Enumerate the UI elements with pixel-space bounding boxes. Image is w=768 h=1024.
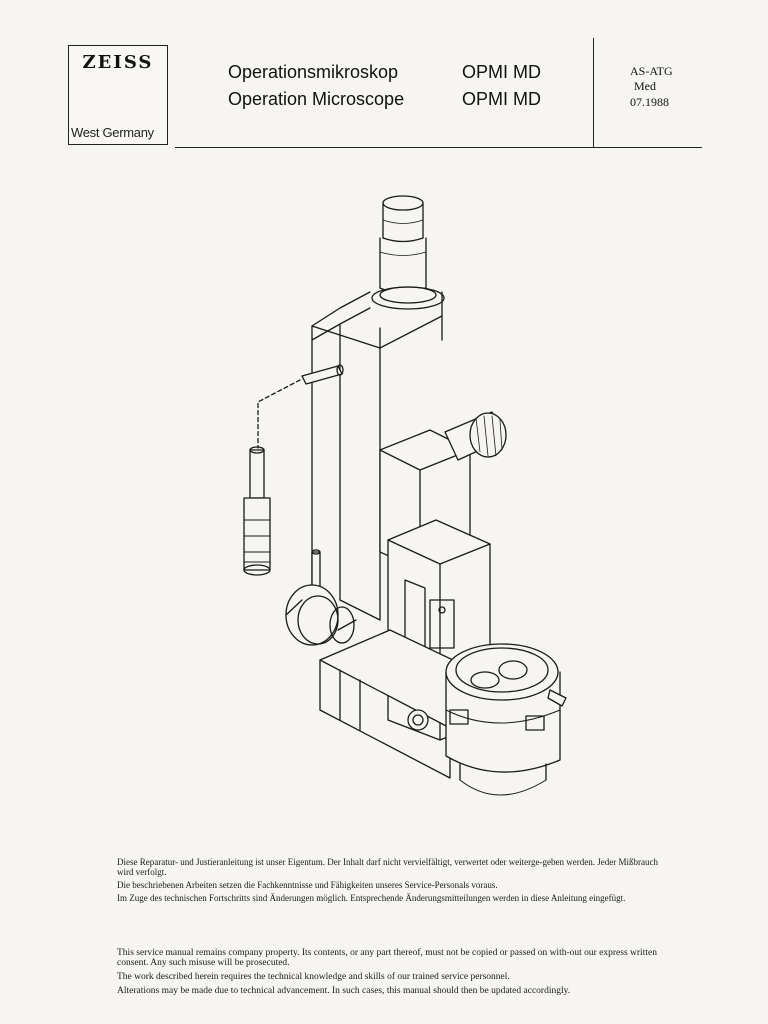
header-divider-horizontal <box>175 147 702 148</box>
model-english: OPMI MD <box>462 89 541 109</box>
header-divider-vertical <box>593 38 594 148</box>
model-german: OPMI MD <box>462 62 541 82</box>
pin-drawing <box>257 364 344 449</box>
probe-drawing <box>243 446 271 576</box>
note-en-3: Alterations may be made due to technical… <box>117 986 571 996</box>
notes-english: This service manual remains company prop… <box>117 948 665 1000</box>
logo-subtitle: West Germany <box>71 125 154 140</box>
side-knob-drawing <box>285 584 357 646</box>
title-english: Operation Microscope <box>228 89 405 109</box>
notes-german: Diese Reparatur- und Justieranleitung is… <box>117 857 665 906</box>
note-en-2: The work described herein requires the t… <box>117 972 510 982</box>
objective-drawing <box>445 643 567 796</box>
note-de-3: Im Zuge des technischen Fortschritts sin… <box>117 893 626 903</box>
doc-department: Med <box>634 79 656 93</box>
post-drawing <box>311 549 321 591</box>
doc-code: AS-ATG <box>630 64 673 78</box>
title-german: Operationsmikroskop <box>228 62 399 82</box>
logo-wordmark: ZEISS <box>82 52 154 73</box>
eyepiece-drawing <box>371 195 445 310</box>
note-en-1: This service manual remains company prop… <box>117 948 657 968</box>
note-de-2: Die beschriebenen Arbeiten setzen die Fa… <box>117 880 498 890</box>
doc-date: 07.1988 <box>630 95 669 109</box>
microscope-illustration <box>243 195 567 796</box>
note-de-1: Diese Reparatur- und Justieranleitung is… <box>117 857 658 877</box>
zeiss-logo: ZEISS West Germany <box>68 45 168 145</box>
